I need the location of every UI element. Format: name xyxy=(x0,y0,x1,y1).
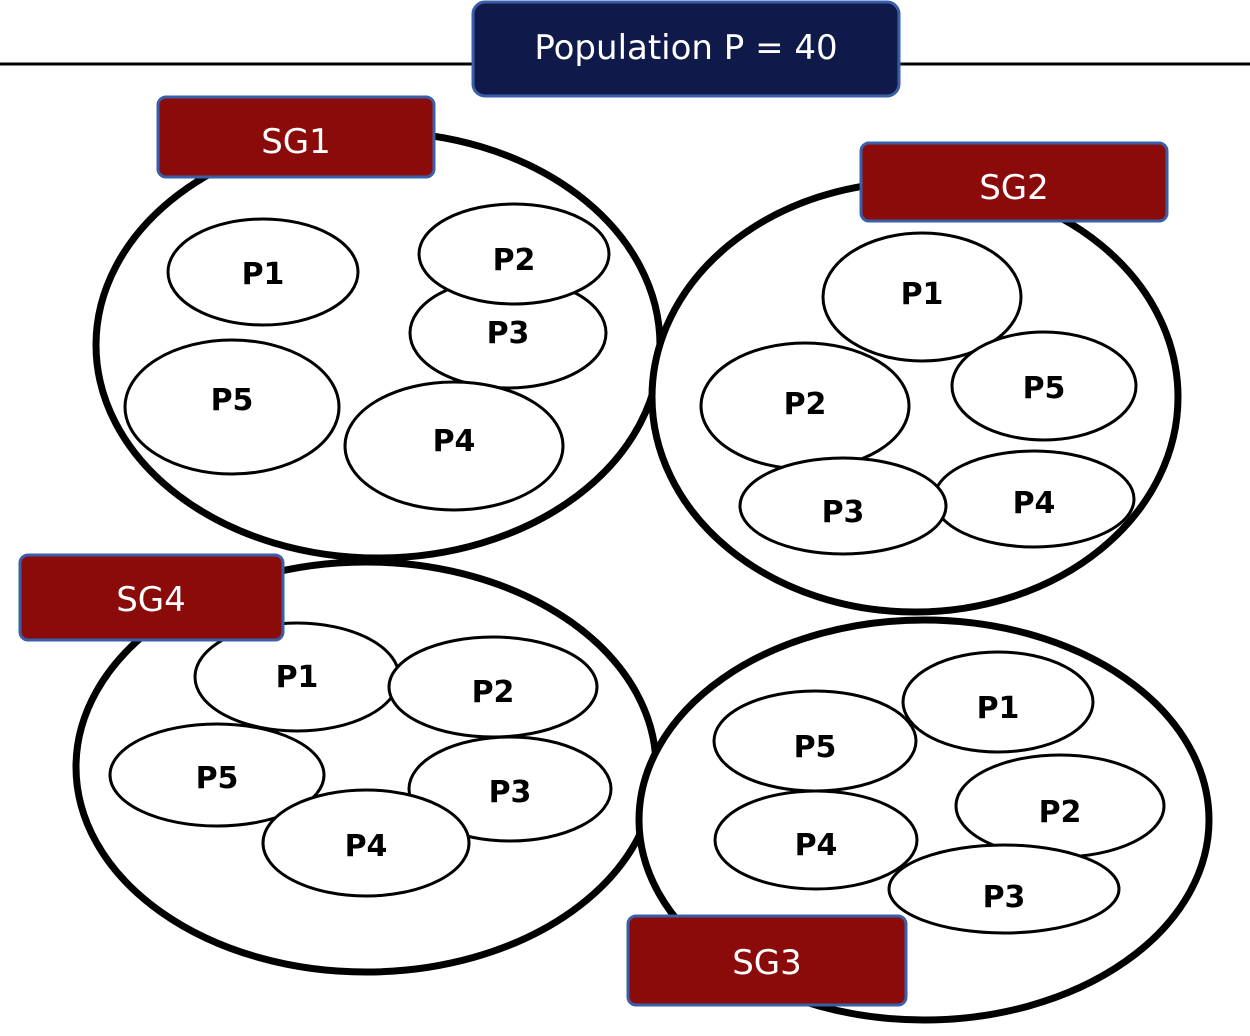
tag-sg4: SG4 xyxy=(18,553,285,642)
member-label: P1 xyxy=(977,691,1020,726)
tag-sg2: SG2 xyxy=(859,141,1169,223)
member-node: P4 xyxy=(261,788,471,898)
member-node: P4 xyxy=(932,449,1136,549)
member-label: P2 xyxy=(493,243,536,278)
member-node: P1 xyxy=(166,217,360,327)
member-node: P3 xyxy=(407,735,613,843)
member-label: P4 xyxy=(433,424,476,459)
member-node: P5 xyxy=(712,689,918,793)
member-label: P3 xyxy=(822,495,865,530)
tag-box xyxy=(626,914,908,1007)
member-node: P1 xyxy=(901,650,1095,754)
member-label: P2 xyxy=(784,387,827,422)
member-node: P1 xyxy=(821,231,1023,363)
member-label: P4 xyxy=(1013,486,1056,521)
member-label: P4 xyxy=(345,829,388,864)
member-node: P2 xyxy=(387,635,599,739)
member-node: P4 xyxy=(713,789,919,891)
member-label: P5 xyxy=(794,730,837,765)
member-node: P2 xyxy=(954,753,1166,859)
member-label: P5 xyxy=(211,383,254,418)
page-title: Population P = 40 xyxy=(534,28,837,68)
member-label: P4 xyxy=(795,828,838,863)
tag-box xyxy=(18,553,285,642)
member-label: P2 xyxy=(1039,795,1082,830)
member-label: P1 xyxy=(276,660,319,695)
title-box xyxy=(471,0,901,98)
member-node: P2 xyxy=(699,341,911,471)
member-node: P3 xyxy=(738,456,948,556)
tag-label: SG1 xyxy=(261,122,331,162)
tag-label: SG3 xyxy=(732,943,802,983)
member-label: P1 xyxy=(242,257,285,292)
member-label: P2 xyxy=(472,675,515,710)
member-label: P3 xyxy=(983,880,1026,915)
subgroup-sg4: P1 P2 P5 P3 P4 xyxy=(72,558,660,976)
member-node: P4 xyxy=(343,380,565,512)
member-label: P3 xyxy=(487,316,530,351)
member-label: P3 xyxy=(489,775,532,810)
member-node: P5 xyxy=(123,338,341,476)
member-node: P3 xyxy=(408,276,608,390)
title-banner: Population P = 40 xyxy=(471,0,901,98)
tag-box xyxy=(859,141,1169,223)
tag-sg1: SG1 xyxy=(156,95,436,179)
member-node: P5 xyxy=(950,330,1138,442)
tag-label: SG2 xyxy=(979,168,1049,208)
tag-label: SG4 xyxy=(116,580,186,620)
member-node: P3 xyxy=(887,843,1121,935)
member-label: P5 xyxy=(1023,371,1066,406)
tag-box xyxy=(156,95,436,179)
tag-sg3: SG3 xyxy=(626,914,908,1007)
member-label: P1 xyxy=(901,277,944,312)
member-label: P5 xyxy=(196,761,239,796)
member-node: P5 xyxy=(108,722,326,828)
subgroup-sg1: P1 P3 P2 P5 P4 xyxy=(92,128,664,562)
subgroup-sg2: P2 P1 P5 P4 P3 xyxy=(648,178,1182,616)
member-node: P2 xyxy=(417,202,611,306)
